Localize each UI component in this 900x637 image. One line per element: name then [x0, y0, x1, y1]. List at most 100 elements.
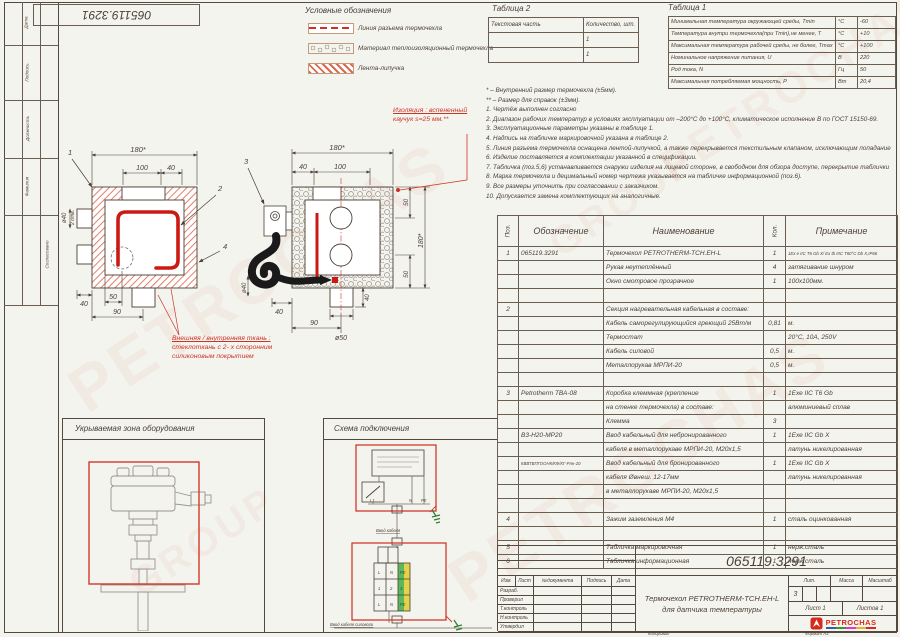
note-line: 2. Диапазон рабочих температур в условия… — [486, 115, 879, 123]
margin-label-date: Дата — [23, 16, 29, 29]
note-line: 9. Все размеры уточнить при согласовании… — [486, 182, 660, 190]
table1-row-cell: 220 — [857, 52, 896, 65]
note-line: * – Внутренний размер термочехла (±5мм). — [486, 87, 617, 94]
tb-row-label — [612, 614, 636, 623]
spec-row-cell — [497, 414, 519, 429]
spec-row-cell: затягивание шнуром — [785, 260, 898, 275]
spec-header-kol: Кол. — [763, 215, 786, 247]
spec-row-cell — [763, 498, 786, 513]
note-line: 1. Чертёж выполнен согласно — [486, 106, 577, 114]
spec-row-cell: 1 — [497, 246, 519, 261]
table2-row: 1 — [488, 47, 639, 63]
spec-row-cell — [518, 302, 604, 317]
margin-line — [4, 158, 58, 159]
spec-row-cell: 3 — [763, 414, 786, 429]
table2-row: 1 — [488, 32, 639, 48]
spec-row-cell: Ввод кабельный для бронированного — [603, 456, 764, 471]
spec-header-naimenovanie: Наименование — [603, 215, 764, 247]
tb-logo: PETROCHAS — [789, 616, 898, 632]
spec-row-cell: 1Ехе IIC Т6 Gb — [785, 386, 898, 401]
terminal-label: L — [378, 570, 381, 575]
tb-row-label — [534, 605, 582, 614]
table1-row-cell: В — [835, 52, 858, 65]
spec-row-cell: Термостат — [603, 330, 764, 345]
table1-row-cell: Род тока, N — [668, 64, 836, 77]
zone-panel-title: Укрываемая зона оборудования — [63, 419, 264, 440]
dim-d40: ø40 — [62, 212, 68, 223]
tb-row-label — [534, 623, 582, 632]
tb-row-label: Н.контроль — [498, 614, 534, 623]
view1-drawing: 180* 100 40 1 2 4 ø40 2 отв. 40 50 90 — [62, 145, 227, 336]
terminal-label: L — [378, 602, 381, 607]
spec-row-cell — [763, 442, 786, 457]
spec-row-cell: Окно смотровое прозрачное — [603, 274, 764, 289]
legend-item-label: Лента-липучка — [358, 65, 405, 72]
spec-row-cell: Секция нагревательная кабельная в состав… — [603, 302, 764, 317]
callout-1: 1 — [68, 148, 72, 157]
title-block: Изм. Лист №документа Подпись Дата Разраб… — [497, 545, 898, 632]
spec-row-cell — [497, 274, 519, 289]
tb-row-label — [582, 623, 612, 632]
spec-row-cell: Кабель саморегулирующийся греющий 25Вт/м — [603, 316, 764, 331]
spec-row-cell: алюминиевый сплав — [785, 400, 898, 415]
spec-row-cell: 4 — [497, 512, 519, 527]
spec-row-cell — [763, 484, 786, 499]
spec-row-cell — [518, 400, 604, 415]
spec-row-cell — [497, 288, 519, 303]
spec-header-oboznachenie: Обозначение — [518, 215, 604, 247]
tb-doc-number: 065119.3291 — [636, 546, 898, 576]
dim-50a: 50 — [403, 198, 410, 206]
dim-40b: 40 — [80, 301, 88, 308]
spec-row-cell: Термочехол PETROTHERM-TCH.EH-L — [603, 246, 764, 261]
tb-row-label — [612, 623, 636, 632]
spec-row-cell: 0,5 — [763, 344, 786, 359]
spec-row-cell: 4 — [763, 260, 786, 275]
spec-row-cell: 1 — [763, 428, 786, 443]
spec-row: в металлорукаве МРПИ-20, М20х1,5 — [497, 484, 898, 499]
tb-col-ndoc: №документа — [534, 576, 582, 587]
schema-panel-title: Схема подключения — [324, 419, 497, 440]
table1-title: Таблица 1 — [668, 3, 707, 12]
spec-row-cell — [518, 358, 604, 373]
spec-row-cell: сталь оцинкованная — [785, 512, 898, 527]
table2-row-cell — [488, 32, 584, 48]
dim-180: 180* — [329, 143, 346, 152]
spec-row: Кабель саморегулирующийся греющий 25Вт/м… — [497, 316, 898, 331]
dim-2otv: 2 отв. — [70, 210, 76, 226]
note-line: 4. Надпись на табличке маркировочной ука… — [486, 134, 669, 142]
spec-row-cell — [763, 330, 786, 345]
note-line: 7. Табличка (поз.5,6) устанавливается сн… — [486, 163, 890, 171]
note-line: 3. Эксплуатационные параметры указаны в … — [486, 125, 654, 133]
table2-row-cell: 1 — [583, 32, 639, 48]
spec-row-cell — [763, 372, 786, 387]
footer-format: Формат А3 — [805, 631, 829, 636]
dim-90: 90 — [113, 309, 121, 316]
dim-180: 180* — [130, 145, 147, 154]
spec-table: Поз. Обозначение Наименование Кол. Приме… — [497, 215, 898, 569]
spec-row-cell: Petrotherm ТВА-08 — [518, 386, 604, 401]
velcro-symbol — [308, 63, 354, 74]
table1-row-cell: Минимальная температура окружающей среды… — [668, 16, 836, 29]
terminal-label: PE — [400, 602, 406, 607]
spec-row-cell: Табличка информационная — [603, 554, 764, 569]
margin-line — [4, 305, 58, 306]
spec-row-cell — [518, 330, 604, 345]
terminal-label: 3 — [400, 586, 403, 591]
spec-row-cell — [518, 512, 604, 527]
insulation-line2: каучук s=25 мм.** — [393, 116, 449, 123]
spec-row-cell: латунь никелированная — [785, 470, 898, 485]
table1-row-cell: +100 — [857, 40, 896, 53]
spec-row-cell: Клемма — [603, 414, 764, 429]
table1-row: Минимальная температура окружающей среды… — [668, 16, 896, 29]
spec-row-cell: В3-Н20-МР20 — [518, 428, 604, 443]
note-line: 10. Допускается замена комплектующих на … — [486, 192, 661, 200]
spec-row-cell: 1Ехе IIC Gb X — [785, 456, 898, 471]
margin-line — [4, 215, 58, 216]
spec-row-cell — [785, 414, 898, 429]
